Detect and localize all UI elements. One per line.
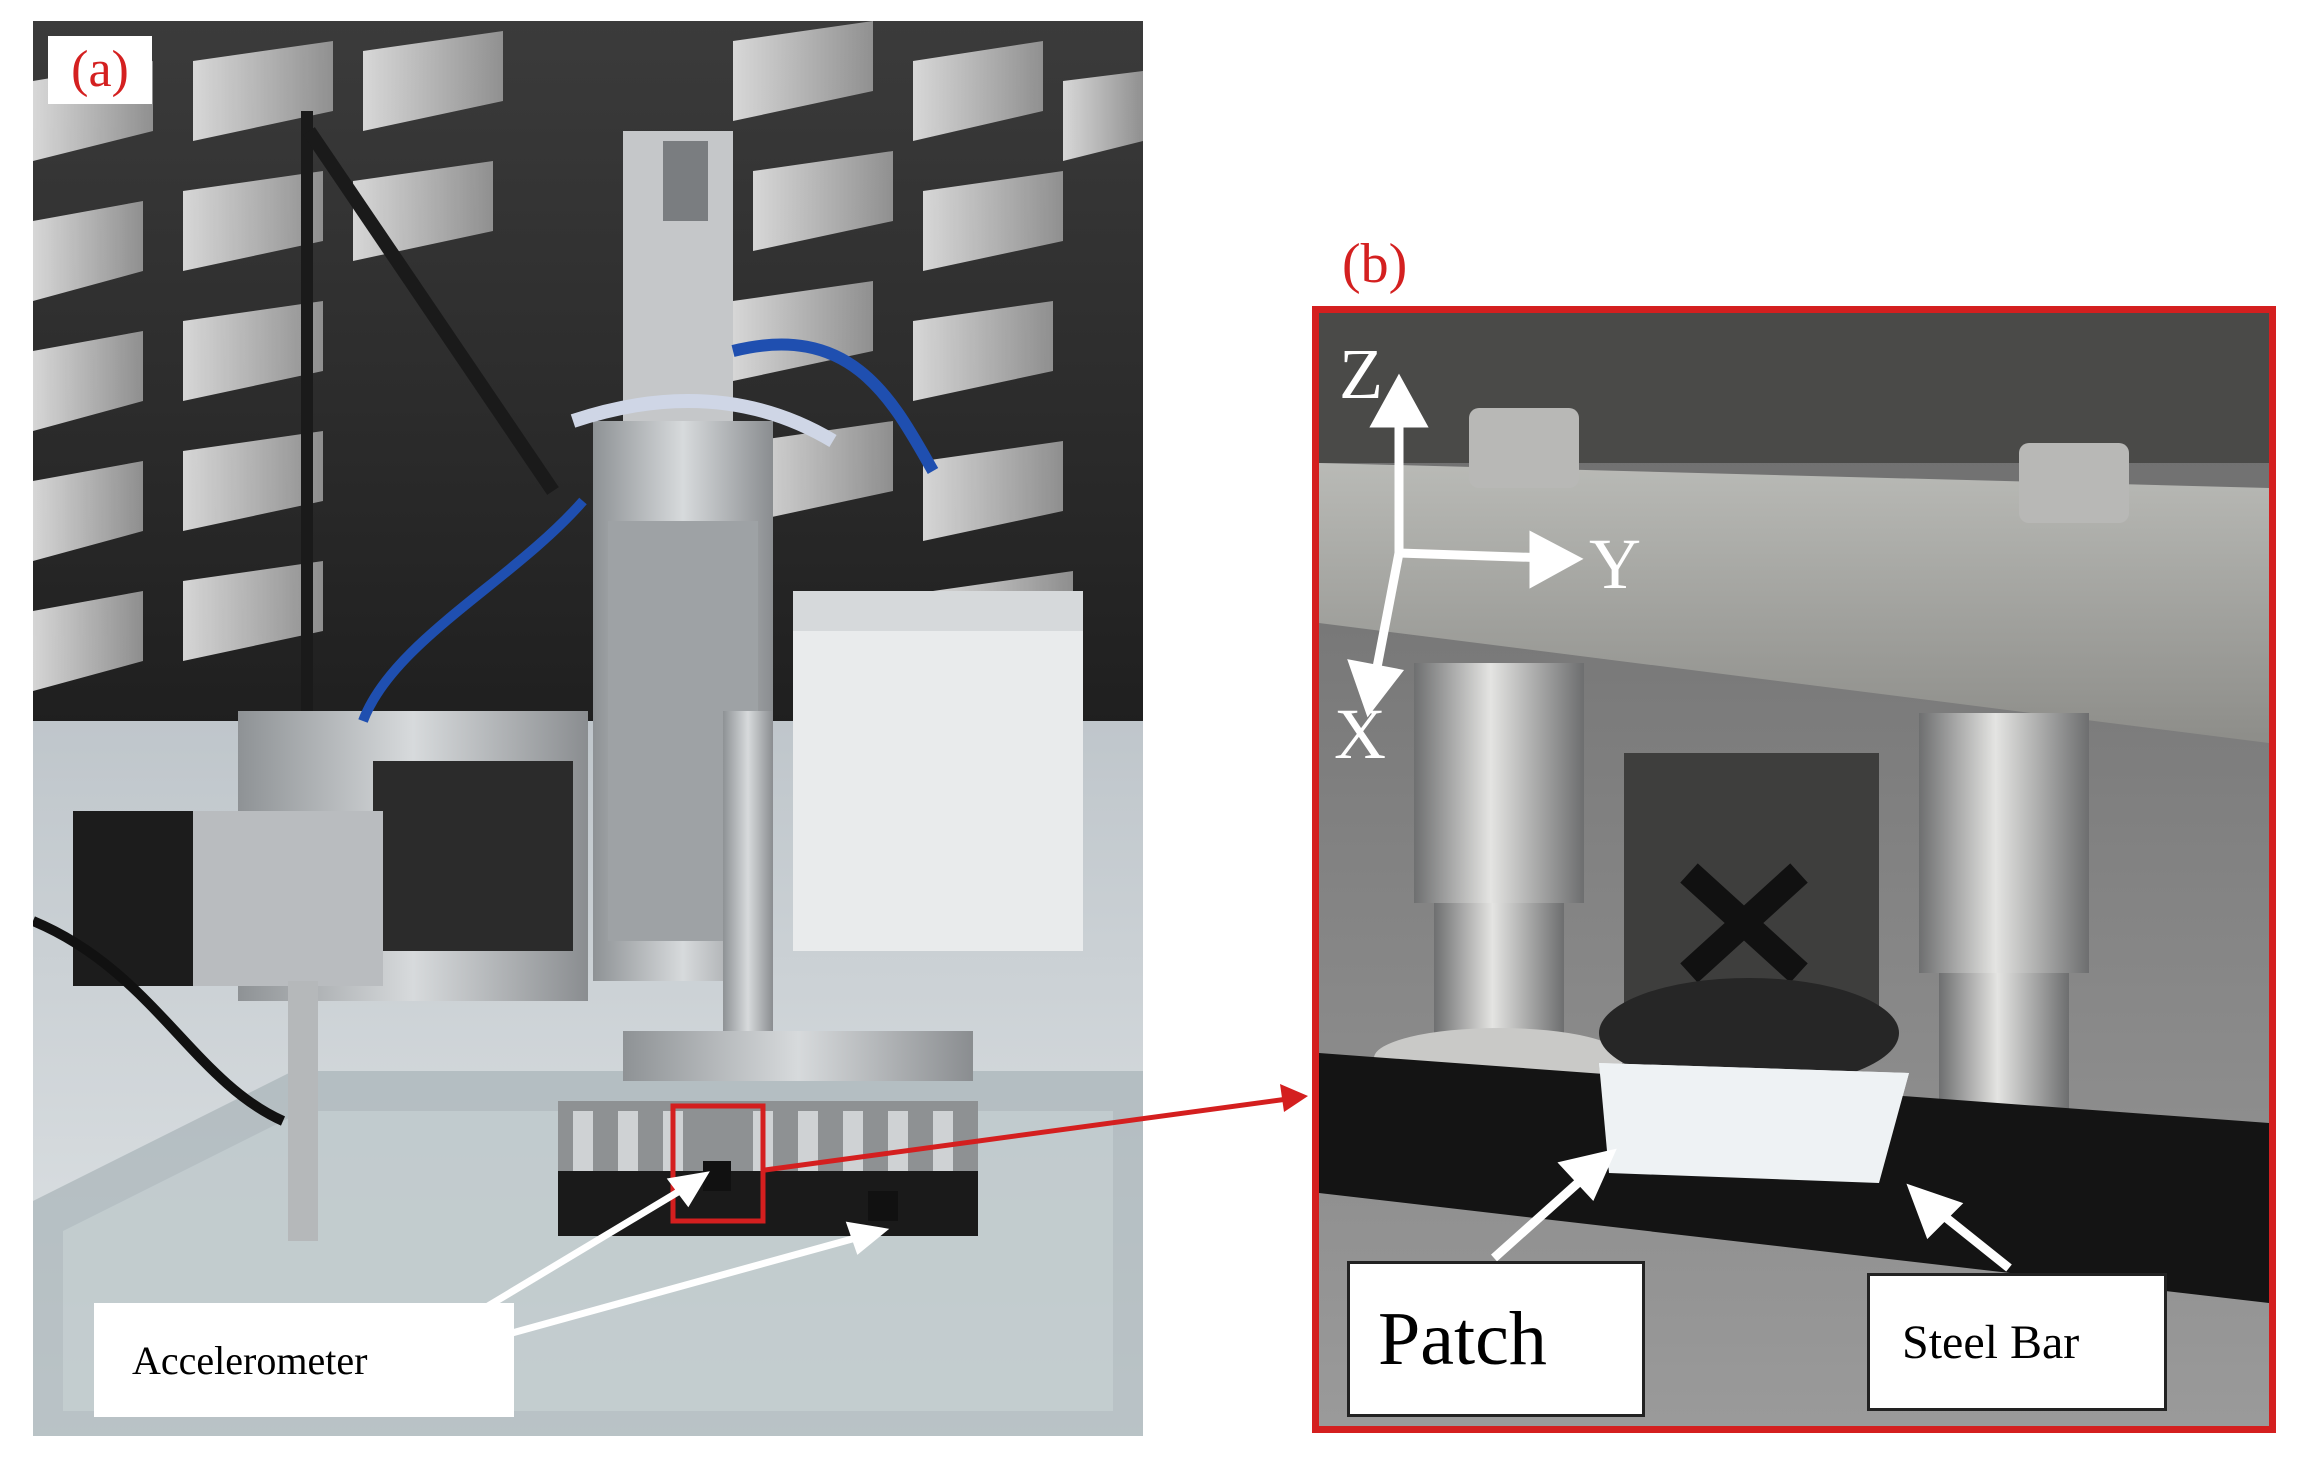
photo-panel-a: (a) Accelerometer (33, 21, 1143, 1436)
highlight-box (670, 1103, 766, 1224)
axis-x-label: X (1334, 694, 1386, 774)
steel-bar-callout: Steel Bar (1867, 1273, 2167, 1411)
accelerometer-callout: Accelerometer (94, 1303, 514, 1417)
callout-arrows (1490, 1148, 2012, 1272)
test-rig-photo (33, 21, 1143, 1436)
panel-b-label: (b) (1342, 233, 1408, 295)
axis-z-label: Z (1339, 334, 1383, 414)
axis-y-label: Y (1589, 524, 1641, 604)
panel-a-label: (a) (48, 36, 152, 104)
accelerometer-arrows (461, 1171, 890, 1345)
closeup-photo (1319, 313, 2269, 1426)
photo-panel-b: Z Y X Patch Steel Bar (1312, 306, 2276, 1433)
coordinate-axes (1347, 373, 1584, 718)
patch-callout: Patch (1347, 1261, 1645, 1417)
